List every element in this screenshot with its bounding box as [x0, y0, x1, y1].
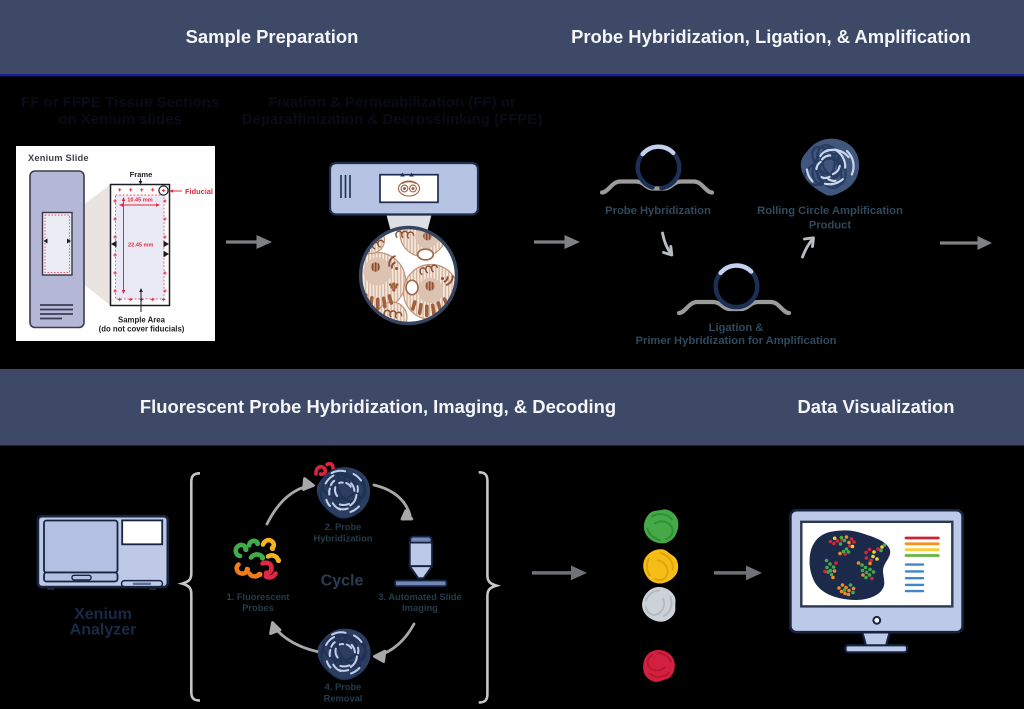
- svg-text:on Xenium slides: on Xenium slides: [58, 111, 181, 128]
- svg-text:Data Visualization: Data Visualization: [797, 396, 954, 417]
- svg-text:Fiducial: Fiducial: [185, 187, 213, 196]
- svg-text:1. Fluorescent: 1. Fluorescent: [226, 592, 289, 602]
- svg-text:Cycle: Cycle: [321, 573, 364, 590]
- svg-text:Primer Hybridization for Ampli: Primer Hybridization for Amplification: [636, 335, 837, 347]
- svg-text:2. Probe: 2. Probe: [325, 522, 362, 532]
- svg-text:Frame: Frame: [130, 170, 153, 179]
- svg-text:Analyzer: Analyzer: [70, 622, 137, 639]
- svg-text:Fluorescent Probe Hybridizatio: Fluorescent Probe Hybridization, Imaging…: [140, 396, 616, 417]
- svg-text:Xenium Slide: Xenium Slide: [28, 153, 89, 163]
- svg-text:Probe Hybridization: Probe Hybridization: [605, 205, 711, 217]
- svg-text:10.45 mm: 10.45 mm: [127, 198, 153, 204]
- svg-text:3. Automated Slide: 3. Automated Slide: [378, 592, 461, 602]
- svg-text:(do not cover fiducials): (do not cover fiducials): [99, 325, 185, 334]
- svg-text:Imaging: Imaging: [402, 603, 438, 613]
- svg-text:Rolling Circle Amplification: Rolling Circle Amplification: [757, 205, 903, 217]
- svg-text:4. Probe: 4. Probe: [325, 682, 362, 692]
- svg-text:Sample Area: Sample Area: [118, 316, 166, 325]
- svg-text:Deparaffinization & Decrosslin: Deparaffinization & Decrosslinking (FFPE…: [242, 111, 543, 128]
- svg-text:Probes: Probes: [242, 603, 274, 613]
- svg-text:Ligation &: Ligation &: [709, 322, 764, 334]
- svg-text:Xenium: Xenium: [74, 606, 132, 623]
- svg-text:Product: Product: [809, 219, 852, 231]
- svg-text:Sample Preparation: Sample Preparation: [186, 26, 359, 47]
- svg-text:Hybridization: Hybridization: [314, 533, 373, 543]
- svg-text:Removal: Removal: [324, 694, 363, 704]
- svg-text:22.45 mm: 22.45 mm: [128, 243, 154, 249]
- svg-text:FF or FFPE Tissue Sections: FF or FFPE Tissue Sections: [21, 94, 219, 111]
- svg-text:Fixation & Permeabilization (F: Fixation & Permeabilization (FF) or: [268, 94, 516, 111]
- svg-text:Probe Hybridization, Ligation,: Probe Hybridization, Ligation, & Amplifi…: [571, 26, 971, 47]
